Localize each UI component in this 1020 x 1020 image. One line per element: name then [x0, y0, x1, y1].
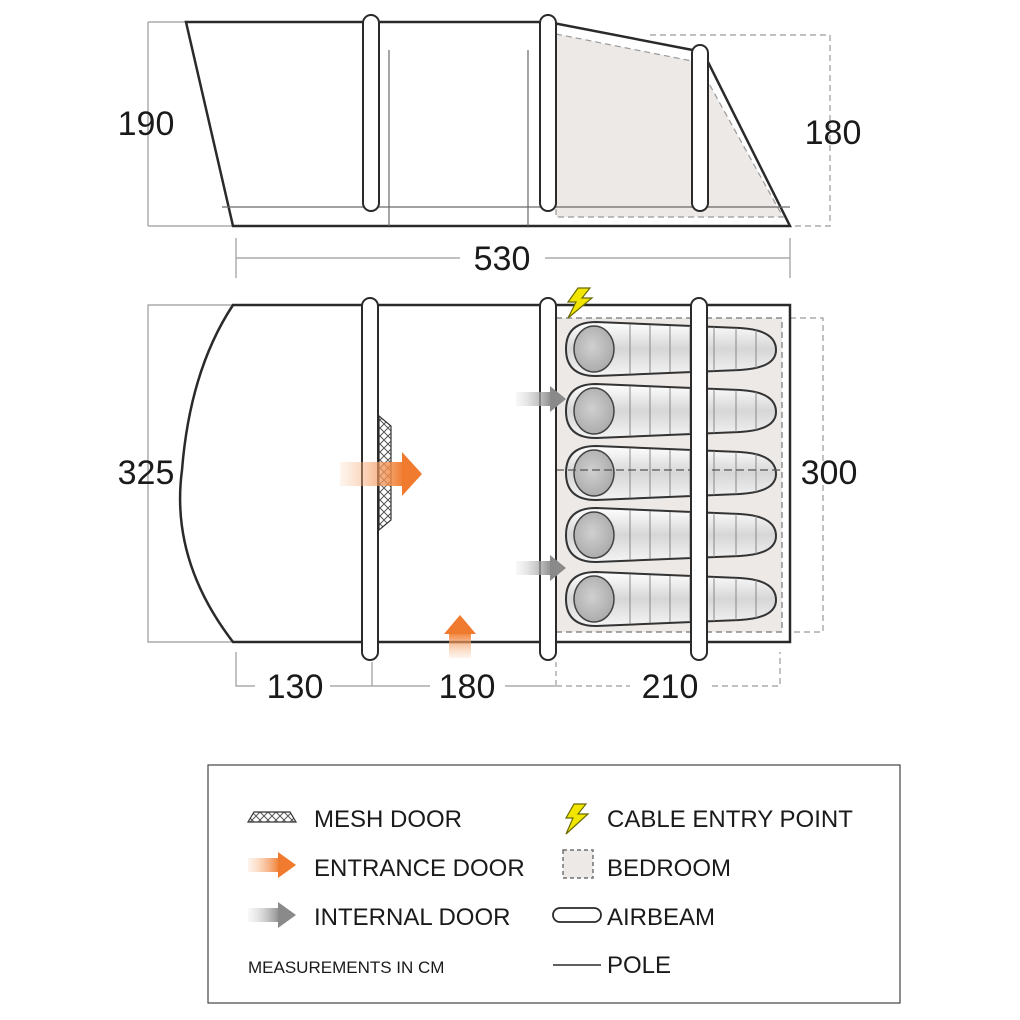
side-tent-outline	[184, 20, 793, 228]
legend-mesh-door-icon	[246, 811, 298, 823]
segment-guide	[712, 652, 781, 687]
internal-arrow-icon	[516, 555, 566, 581]
side-bedroom-area	[556, 34, 783, 217]
measurements-note: MEASUREMENTS IN CM	[248, 958, 444, 977]
floor-airbeam	[690, 297, 708, 661]
entrance-arrow-icon	[340, 452, 422, 496]
legend-label-bedroom: BEDROOM	[607, 855, 731, 882]
segment-label-3: 210	[642, 668, 699, 706]
floor-airbeam	[539, 297, 557, 661]
legend-label-cable-entry: CABLE ENTRY POINT	[607, 806, 853, 833]
sleeping-bag	[564, 570, 778, 628]
lightning-icon	[566, 287, 594, 319]
length-label: 530	[474, 240, 531, 278]
legend-label-mesh-door: MESH DOOR	[314, 806, 462, 833]
width-total-label: 325	[118, 454, 175, 492]
legend-entrance-arrow-icon	[248, 852, 296, 878]
sleeping-bag	[564, 382, 778, 440]
side-bedroom-outline	[555, 33, 785, 218]
width-bedroom-guide	[790, 317, 824, 633]
floor-tent-outline	[178, 303, 792, 644]
side-airbeam	[539, 14, 557, 212]
legend-label-pole: POLE	[607, 952, 671, 979]
internal-arrow-icon	[516, 386, 566, 412]
sleeping-bag	[564, 444, 778, 502]
segment-label-2: 180	[439, 668, 496, 706]
legend-box	[207, 764, 901, 1004]
segment-guide	[235, 652, 255, 687]
segment-label-1: 130	[267, 668, 324, 706]
legend-airbeam-icon	[552, 907, 602, 923]
height-right-label: 180	[805, 114, 862, 152]
legend: MESH DOOR ENTRANCE DOOR INTERNAL DOOR ME…	[207, 764, 901, 1004]
sleeping-bags	[564, 320, 778, 628]
sleeping-bag	[564, 506, 778, 564]
height-left-label: 190	[118, 105, 175, 143]
width-total-guide	[147, 304, 233, 643]
legend-lightning-icon	[564, 803, 590, 835]
side-view: 190 180 530	[118, 14, 862, 278]
legend-bedroom-icon	[562, 849, 594, 879]
legend-label-airbeam: AIRBEAM	[607, 904, 715, 931]
side-airbeam	[691, 44, 709, 212]
height-left-guide	[147, 21, 233, 227]
sleeping-bag	[564, 320, 778, 378]
height-right-guide	[650, 34, 831, 227]
side-airbeam	[362, 14, 380, 212]
entrance-arrow-icon	[444, 615, 476, 658]
width-bedroom-label: 300	[801, 454, 858, 492]
legend-internal-arrow-icon	[248, 902, 296, 928]
legend-label-entrance-door: ENTRANCE DOOR	[314, 855, 525, 882]
floor-plan: 325 300 130 180 210	[118, 287, 858, 706]
legend-label-internal-door: INTERNAL DOOR	[314, 904, 510, 931]
